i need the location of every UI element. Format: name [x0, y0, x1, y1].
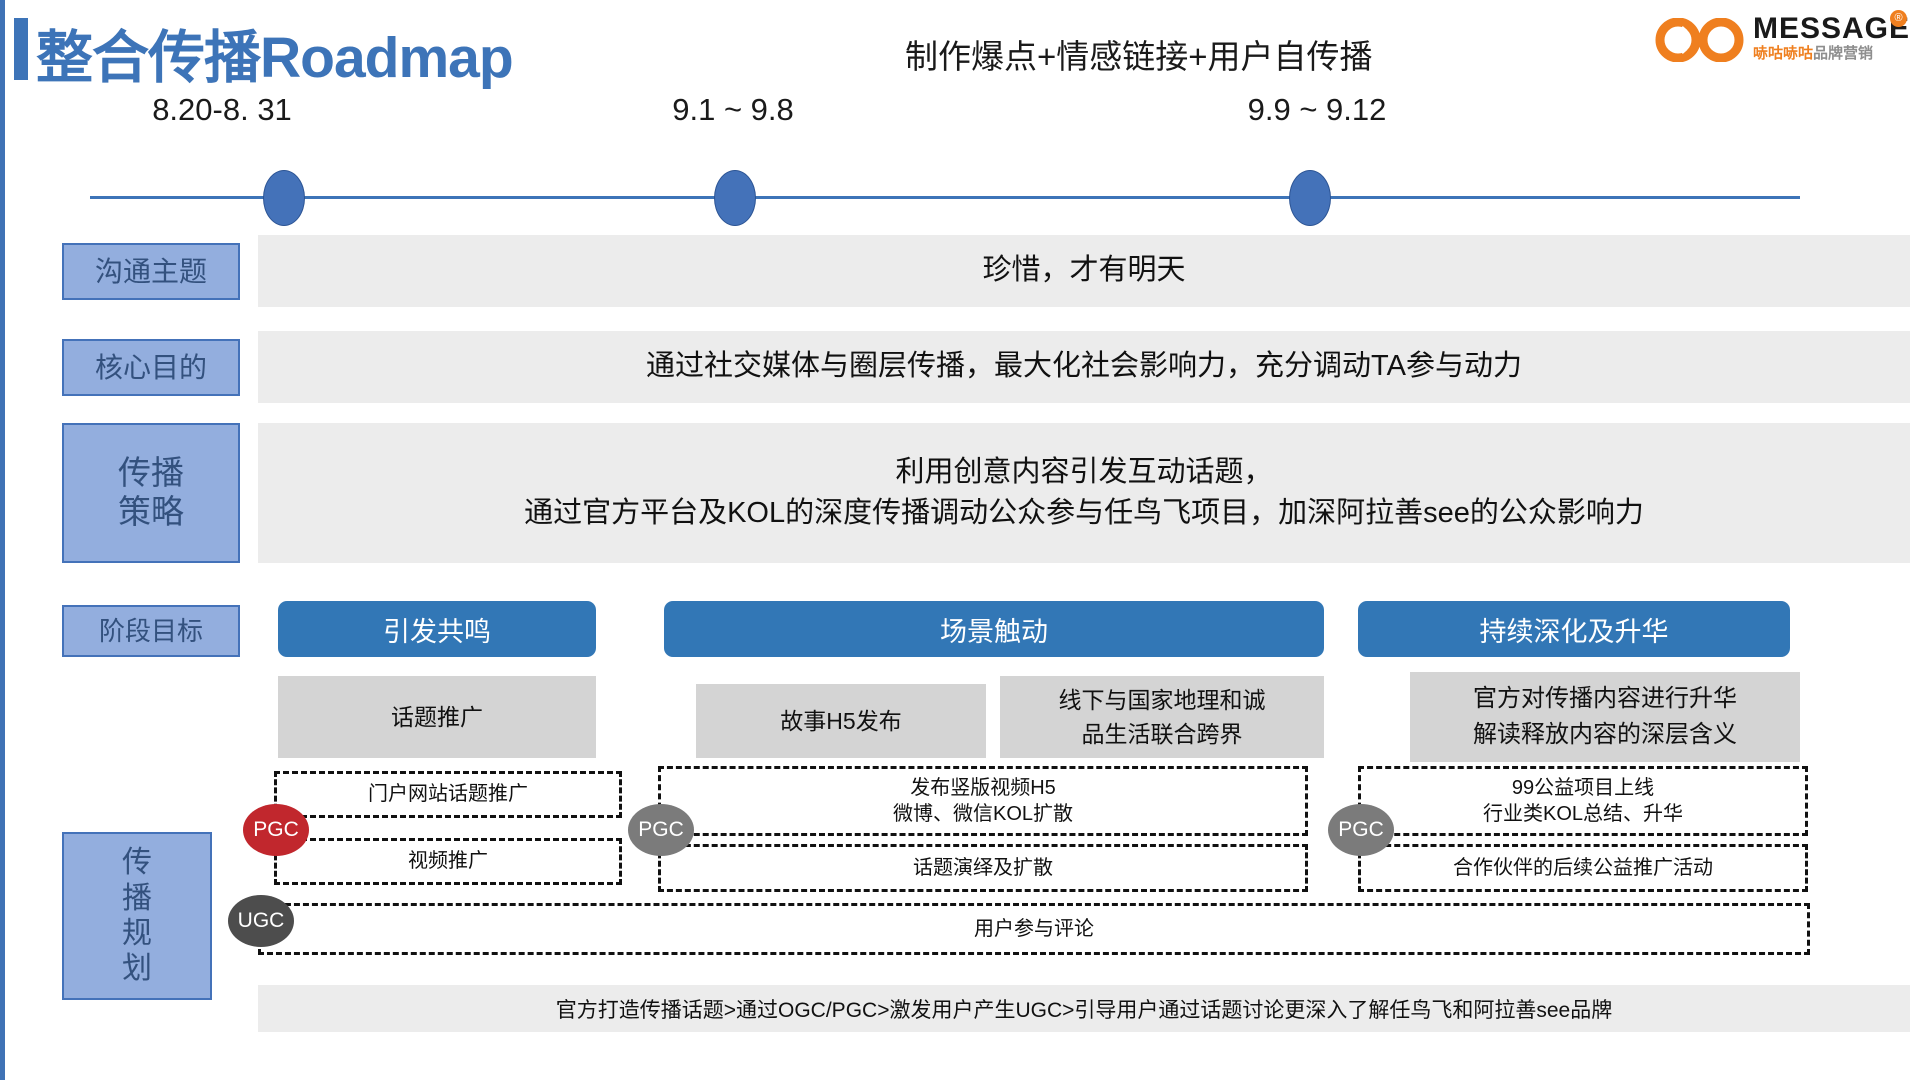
phase-card-4: 官方对传播内容进行升华 解读释放内容的深层含义	[1410, 672, 1800, 762]
tag-ugc: UGC	[228, 895, 294, 947]
phase-card-1: 话题推广	[278, 676, 596, 758]
title-accent-bar	[14, 18, 28, 80]
timeline-date-2: 9.1 ~ 9.8	[672, 92, 794, 127]
left-accent-bar	[0, 0, 5, 1080]
phase-pill-2[interactable]: 场景触动	[664, 601, 1324, 657]
tag-pgc-1: PGC	[243, 804, 309, 856]
row-label-plan-c3: 规	[122, 917, 152, 950]
brand-logo: MESSAGE 哧咕哧咕品牌营销 ®	[1655, 10, 1911, 72]
row-label-core-purpose: 核心目的	[62, 339, 240, 396]
row-label-plan-c2: 播	[122, 881, 152, 915]
row-content-strategy: 利用创意内容引发互动话题， 通过官方平台及KOL的深度传播调动公众参与任鸟飞项目…	[258, 423, 1910, 563]
plan-box-3: 发布竖版视频H5 微博、微信KOL扩散	[658, 766, 1308, 836]
strategy-line-1: 利用创意内容引发互动话题，	[895, 455, 1273, 488]
row-label-plan-c1: 传	[122, 846, 152, 880]
plan-box-4: 话题演绎及扩散	[658, 844, 1308, 892]
page-title: 整合传播Roadmap	[36, 26, 514, 90]
row-content-core-purpose: 通过社交媒体与圈层传播，最大化社会影响力，充分调动TA参与动力	[258, 331, 1910, 403]
tag-pgc-2: PGC	[628, 804, 694, 856]
plan-box-5-line1: 99公益项目上线	[1511, 776, 1655, 799]
plan-box-6: 合作伙伴的后续公益推广活动	[1358, 844, 1808, 892]
row-label-communication-theme: 沟通主题	[62, 243, 240, 300]
row-label-strategy-line2: 策略	[118, 493, 184, 530]
timeline-milestone-1[interactable]	[263, 170, 305, 226]
plan-box-3-line1: 发布竖版视频H5	[910, 776, 1056, 799]
tag-pgc-3: PGC	[1328, 804, 1394, 856]
phase-card-3-line2: 品生活联合跨界	[1081, 721, 1243, 747]
plan-box-5-line2: 行业类KOL总结、升华	[1482, 803, 1684, 825]
logo-sub-orange: 哧咕哧咕	[1753, 45, 1814, 62]
plan-box-1: 门户网站话题推广	[274, 771, 622, 818]
timeline-date-3: 9.9 ~ 9.12	[1247, 92, 1387, 127]
logo-subtitle: 哧咕哧咕品牌营销	[1753, 46, 1905, 61]
summary-bar: 官方打造传播话题>通过OGC/PGC>激发用户产生UGC>引导用户通过话题讨论更…	[258, 985, 1910, 1032]
infinity-icon	[1655, 18, 1744, 62]
strategy-line-2: 通过官方平台及KOL的深度传播调动公众参与任鸟飞项目，加深阿拉善see的公众影响…	[524, 497, 1644, 529]
header-tagline: 制作爆点+情感链接+用户自传播	[905, 38, 1373, 75]
plan-box-ugc: 用户参与评论	[258, 903, 1810, 955]
phase-pill-3[interactable]: 持续深化及升华	[1358, 601, 1790, 657]
timeline-axis	[90, 196, 1800, 199]
plan-box-5: 99公益项目上线 行业类KOL总结、升华	[1358, 766, 1808, 836]
timeline-date-1: 8.20-8. 31	[152, 92, 292, 127]
row-label-plan-c4: 划	[122, 952, 152, 986]
logo-text: MESSAGE 哧咕哧咕品牌营销 ®	[1753, 10, 1911, 61]
row-label-strategy-line1: 传播	[118, 454, 184, 492]
phase-card-4-line2: 解读释放内容的深层含义	[1473, 721, 1737, 748]
row-label-stage-goals: 阶段目标	[62, 605, 240, 657]
timeline-milestone-3[interactable]	[1289, 170, 1331, 226]
logo-sub-grey: 品牌营销	[1813, 45, 1874, 62]
phase-card-4-line1: 官方对传播内容进行升华	[1473, 685, 1737, 712]
row-label-strategy: 传播 策略	[62, 423, 240, 563]
phase-pill-1[interactable]: 引发共鸣	[278, 601, 596, 657]
phase-card-2: 故事H5发布	[696, 684, 986, 758]
logo-wordmark: MESSAGE	[1753, 12, 1911, 45]
timeline-milestone-2[interactable]	[714, 170, 756, 226]
plan-box-3-line2: 微博、微信KOL扩散	[892, 803, 1074, 825]
plan-box-2: 视频推广	[274, 838, 622, 885]
row-content-communication-theme: 珍惜，才有明天	[258, 235, 1910, 307]
row-label-plan: 传 播 规 划	[62, 832, 212, 1000]
phase-card-3-line1: 线下与国家地理和诚	[1058, 686, 1266, 713]
registered-icon: ®	[1890, 10, 1907, 27]
phase-card-3: 线下与国家地理和诚 品生活联合跨界	[1000, 676, 1324, 758]
